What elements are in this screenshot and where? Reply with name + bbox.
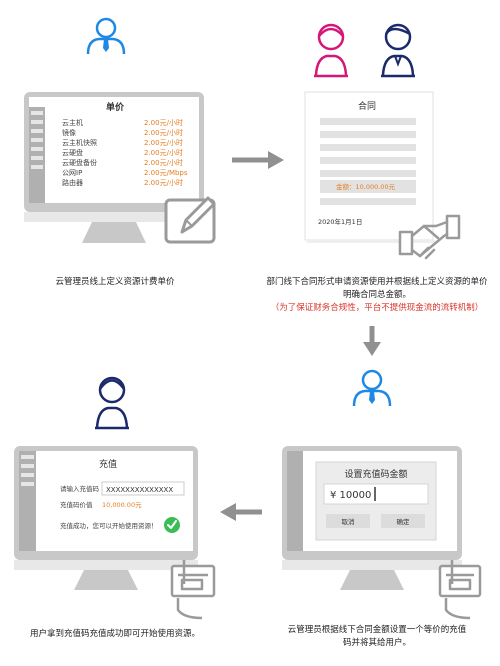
dept-user-male-icon [381,23,415,78]
step4-caption-text: 用户拿到充值码充值成功即可开始使用资源。 [29,629,200,639]
contract-date: 2020年1月1日 [318,217,362,226]
price-item-value: 2.00元/小时 [144,128,183,137]
price-title: 单价 [106,101,125,113]
monitor-recharge [14,446,198,590]
contract-amount: 金额：10,000.00元 [336,182,396,191]
contract-document [304,91,435,243]
price-item-value: 2.00元/小时 [144,148,183,157]
price-item-name: 公网IP [62,169,82,177]
arrow-down-icon [363,326,381,356]
arrow-left-icon [220,503,262,521]
step2-caption-line2: 明确合同总金额。 [342,290,411,300]
step3-caption: 云管理员根据线下合同金额设置一个等价的充值 码并将其给用户。 [262,624,492,650]
step2-caption: 部门线下合同形式申请资源使用并根据线上定义资源的单价 明确合同总金额。 （为了保… [262,276,492,315]
contract-title: 合同 [358,100,376,112]
value-label: 充值码价值 [60,500,93,509]
monitor-price-list [24,92,204,243]
dept-user-female-icon [314,23,348,78]
price-item-value: 2.00元/小时 [144,118,183,127]
dialog-title: 设置充值码金额 [344,468,407,480]
price-item-name: 云硬盘备份 [62,158,97,167]
step3-caption-line1: 云管理员根据线下合同金额设置一个等价的充值 [287,625,467,635]
price-item-name: 云主机 [62,118,83,127]
value-amount: 10,000.00元 [102,501,142,509]
price-item-value: 2.00元/Mbps [144,169,188,177]
price-item-value: 2.00元/小时 [144,138,183,147]
step2-caption-note: （为了保证财务合规性，平台不提供现金流的流转机制） [270,303,484,313]
success-text: 充值成功，您可以开始使用资源！ [60,521,158,530]
step1-caption: 云管理员线上定义资源计费单价 [20,276,210,289]
price-item-name: 路由器 [62,178,83,187]
hand-card-icon [438,560,482,620]
price-item-value: 2.00元/小时 [144,158,183,167]
price-item-value: 2.00元/小时 [144,178,183,187]
code-label: 请输入充值码 [60,484,100,493]
edit-icon [164,196,216,244]
price-item-name: 云硬盘 [62,148,83,157]
admin-person-icon [352,369,392,408]
admin-person-icon [86,17,126,56]
price-rows: 云主机 2.00元/小时 镜像 2.00元/小时 云主机快照 2.00元/小时 … [62,118,188,187]
price-item-name: 云主机快照 [62,138,97,147]
user-navy-icon [95,376,129,430]
confirm-button: 确定 [397,517,411,526]
cancel-button: 取消 [342,517,356,526]
step2-caption-line1: 部门线下合同形式申请资源使用并根据线上定义资源的单价 [266,277,488,287]
arrow-right-icon [232,151,284,169]
price-item-name: 镜像 [62,128,76,137]
step3-caption-line2: 码并将其给用户。 [342,638,411,648]
code-value: XXXXXXXXXXXXXX [106,486,173,494]
amount-value: ¥ 10000 [330,490,371,501]
monitor-recharge-dialog [282,446,462,590]
hand-card-icon [170,560,216,620]
recharge-title: 充值 [99,458,117,470]
step4-caption: 用户拿到充值码充值成功即可开始使用资源。 [10,628,220,641]
step1-caption-text: 云管理员线上定义资源计费单价 [55,277,175,287]
handshake-icon [398,214,461,260]
